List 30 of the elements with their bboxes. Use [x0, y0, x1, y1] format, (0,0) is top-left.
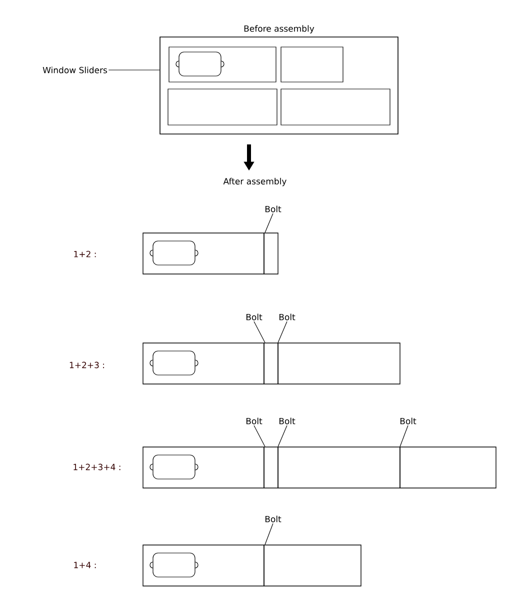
heading: After assembly — [223, 178, 286, 186]
slider-bar-drawing — [142, 342, 400, 384]
row-label: 1+2+3 : — [70, 362, 104, 368]
panel-box — [280, 88, 390, 126]
row-label: 1+4 : — [74, 562, 96, 568]
panel-box — [168, 46, 276, 82]
bolt-label: Bolt — [279, 314, 296, 320]
slider-bar-drawing — [142, 544, 362, 586]
leader-line — [264, 523, 274, 545]
panel-box — [168, 88, 278, 126]
leader-line — [254, 425, 266, 447]
bolt-label: Bolt — [279, 418, 296, 424]
bolt-label: Bolt — [246, 314, 262, 320]
bolt-label: Bolt — [265, 206, 282, 212]
outer-frame: Before assembly — [160, 25, 398, 134]
bolt-label: Bolt — [246, 418, 262, 424]
node-label: Before assembly — [244, 25, 314, 34]
bolt-label: Bolt — [400, 418, 416, 424]
slider-bar-drawing — [142, 446, 496, 488]
panel-box — [280, 46, 344, 82]
leader-line — [400, 425, 408, 447]
leader-line — [254, 321, 266, 343]
bolt-label: Bolt — [265, 516, 282, 522]
leader-line — [278, 321, 288, 343]
slider-bar-drawing — [142, 232, 278, 274]
row-label: 1+2+3+4 : — [74, 464, 120, 470]
row-label: 1+2 : — [74, 250, 96, 258]
leader-line — [278, 425, 288, 447]
part-label: Window Sliders — [42, 66, 108, 74]
leader-line — [264, 213, 274, 233]
